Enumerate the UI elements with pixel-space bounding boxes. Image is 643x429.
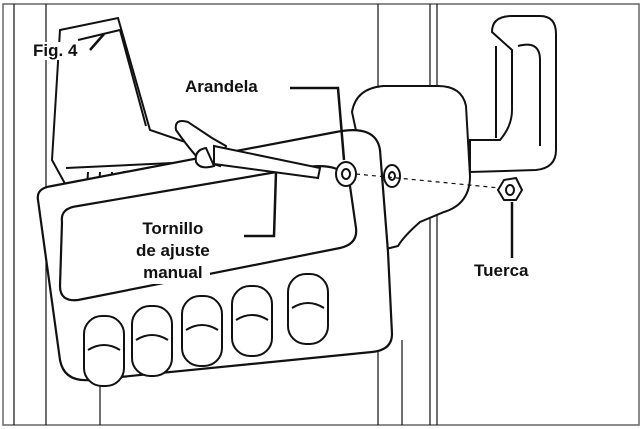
figure-label: Fig. 4 [32,41,79,60]
leader-fig [89,33,105,51]
callout-tuerca: Tuerca [472,261,531,280]
figure-frame [2,3,640,426]
slot-row [83,273,329,387]
callout-tornillo: Tornillo de ajuste manual [134,218,212,284]
callout-tornillo-line1: Tornillo [136,218,210,240]
adjusting-screw [174,120,322,180]
callout-tornillo-line3: manual [136,262,210,284]
leader-lines [89,33,514,258]
leader-tornillo [244,171,278,238]
callout-tornillo-line2: de ajuste [136,240,210,262]
leader-arandela [290,86,346,161]
hardware [335,161,524,201]
callout-arandela: Arandela [183,77,260,96]
